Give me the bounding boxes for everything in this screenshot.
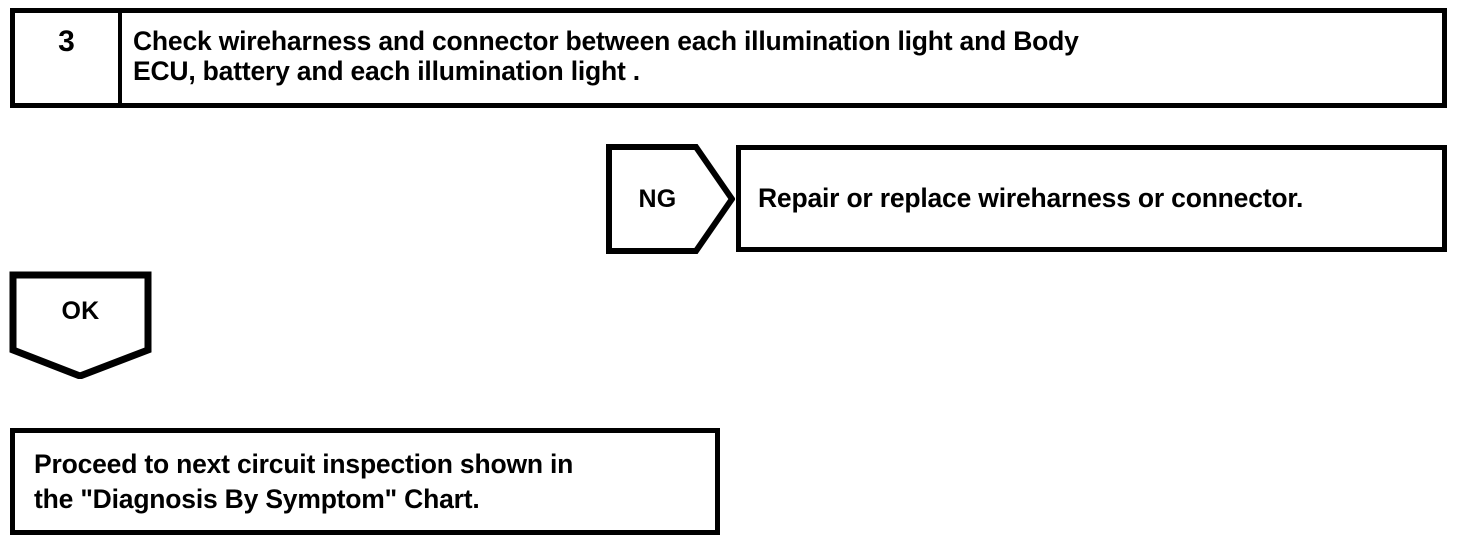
ok-result-text: Proceed to next circuit inspection shown… — [34, 449, 574, 514]
ng-branch-arrow: NG — [606, 144, 735, 254]
step-number-cell: 3 — [15, 13, 122, 103]
ok-result-box: Proceed to next circuit inspection shown… — [10, 428, 720, 535]
step-instruction-cell: Check wireharness and connector between … — [122, 13, 1442, 103]
step-instruction-text: Check wireharness and connector between … — [133, 26, 1079, 87]
step-number: 3 — [58, 25, 75, 58]
ng-arrow-shape — [606, 144, 735, 254]
ok-branch-arrow: OK — [9, 271, 152, 379]
ng-result-text: Repair or replace wireharness or connect… — [758, 183, 1304, 214]
ok-arrow-shape — [9, 271, 152, 379]
step-row: 3 Check wireharness and connector betwee… — [10, 8, 1447, 108]
ng-result-box: Repair or replace wireharness or connect… — [736, 145, 1447, 252]
